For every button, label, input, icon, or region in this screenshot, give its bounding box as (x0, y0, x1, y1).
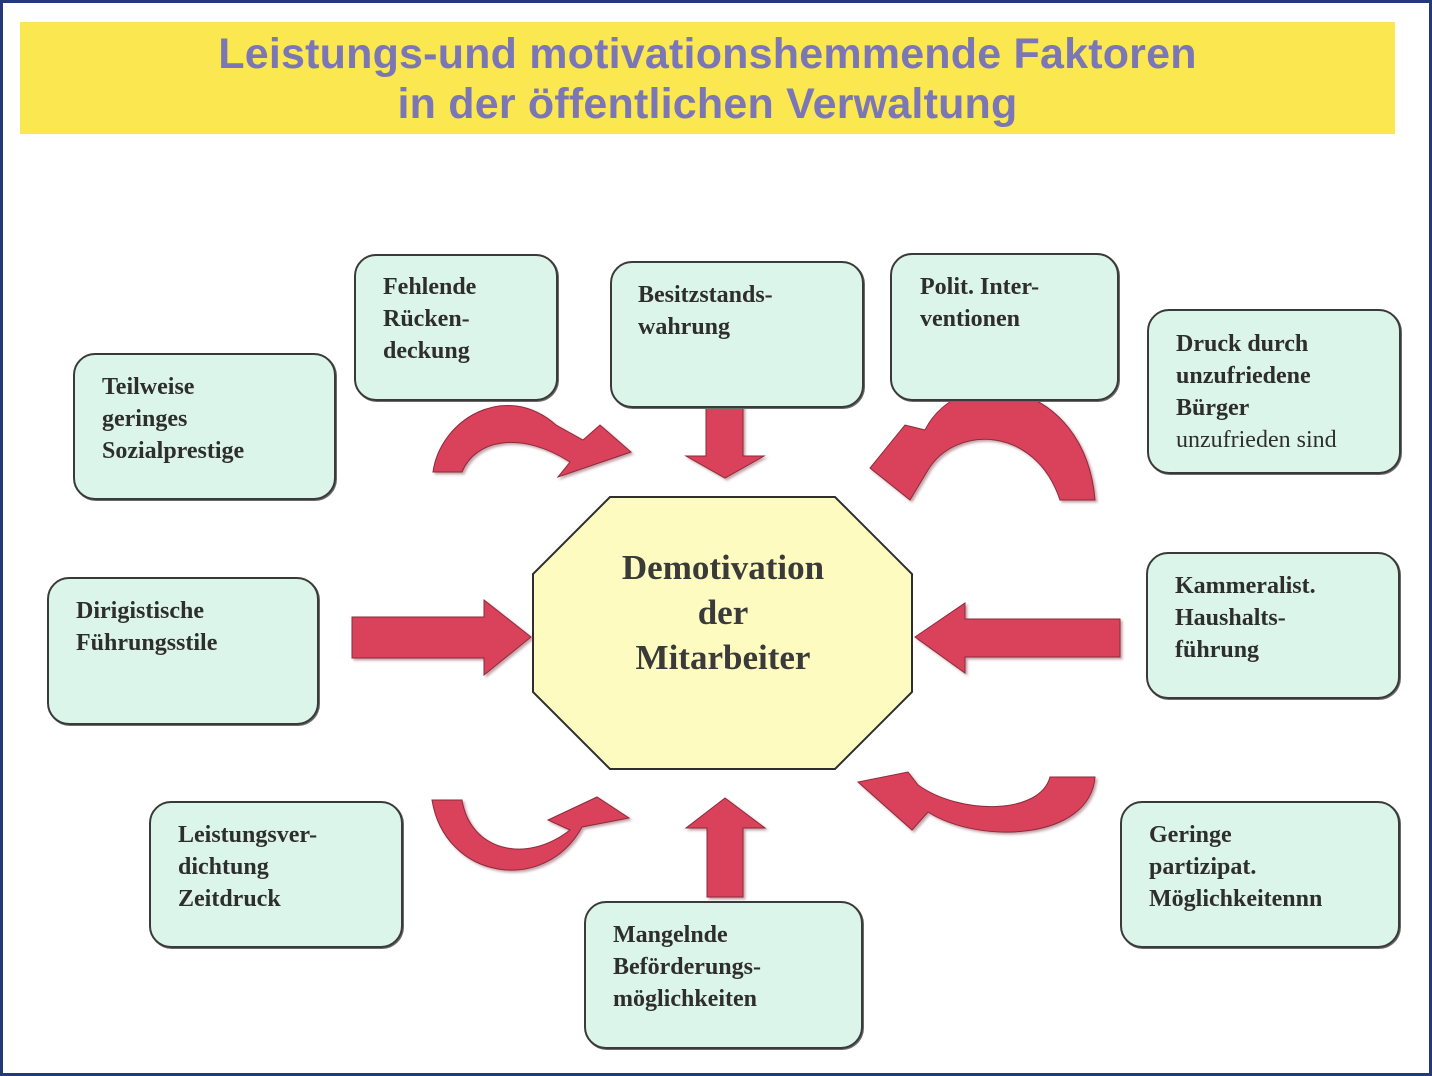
title-line-2: in der öffentlichen Verwaltung (397, 80, 1018, 128)
center-line-1: Demotivation (621, 548, 825, 587)
factor-box-interventionen (890, 253, 1119, 401)
arrow-rueckendeckung (432, 405, 632, 479)
factor-box-befoerderung (584, 901, 863, 1049)
factor-text-buergerdruck: Druck durch unzufriedene Bürger unzufrie… (1176, 331, 1337, 453)
factor-box-haushalt (1146, 552, 1400, 699)
factor-box-fuehrungsstile (47, 577, 319, 725)
arrow-befoerderung (684, 797, 767, 898)
factor-text-rueckendeckung: Fehlende Rücken- deckung (383, 274, 477, 364)
arrow-fuehrungsstile (351, 598, 532, 677)
center-line-2: der (697, 593, 749, 632)
arrow-partizipation (856, 771, 1096, 833)
factor-text-sozialprestige: Teilweise geringes Sozialprestige (102, 374, 245, 464)
factor-text-fuehrungsstile: Dirigistische Führungsstile (76, 598, 218, 656)
factor-box-zeitdruck (149, 801, 403, 948)
arrow-zeitdruck (431, 796, 631, 871)
center-octagon (532, 496, 913, 770)
factor-box-rueckendeckung (354, 254, 558, 401)
arrow-besitzstand (684, 401, 766, 479)
factor-text-besitzstand: Besitzstands- wahrung (638, 282, 773, 340)
factor-text-befoerderung: Mangelnde Beförderungs- möglichkeiten (613, 922, 761, 1012)
factor-box-sozialprestige (73, 353, 336, 500)
center-label: Demotivation der Mitarbeiter (532, 545, 914, 680)
arrow-interventionen (869, 389, 1096, 501)
factor-box-besitzstand (610, 261, 864, 408)
factor-text-partizipation: Geringe partizipat. Möglichkeitennn (1149, 822, 1323, 912)
center-line-3: Mitarbeiter (635, 638, 811, 677)
factor-box-buergerdruck (1147, 309, 1401, 474)
factor-text-interventionen: Polit. Inter- ventionen (920, 274, 1040, 332)
factor-text-haushalt: Kammeralist. Haushalts- führung (1175, 573, 1316, 663)
arrow-haushalt (914, 602, 1121, 674)
factor-text-zeitdruck: Leistungsver- dichtung Zeitdruck (178, 822, 318, 912)
title-line-1: Leistungs-und motivationshemmende Faktor… (218, 30, 1197, 78)
factor-box-partizipation (1120, 801, 1400, 948)
title-banner: Leistungs-und motivationshemmende Faktor… (20, 22, 1395, 134)
